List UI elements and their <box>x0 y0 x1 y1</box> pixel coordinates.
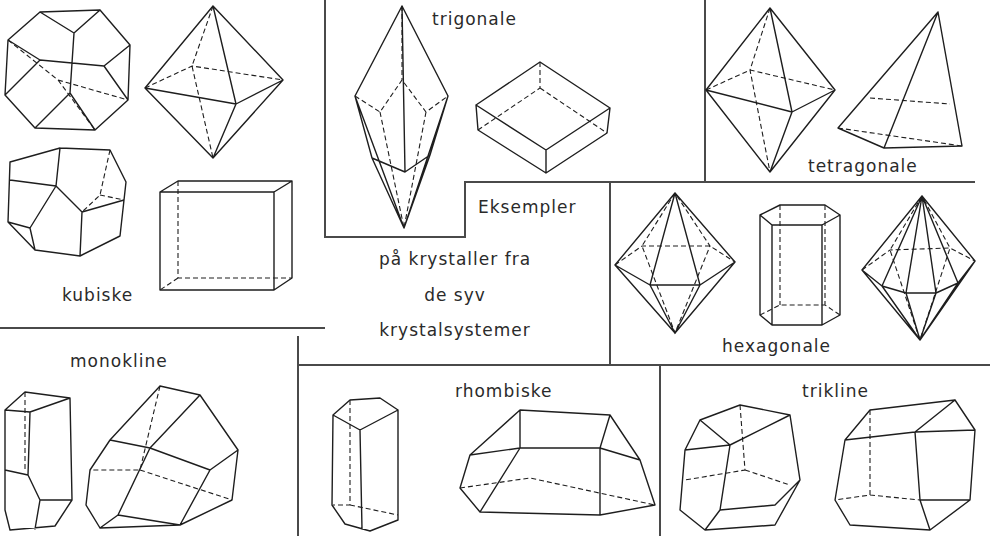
system-label: monokline <box>70 351 168 371</box>
hidden-edge <box>615 193 735 333</box>
octahedron <box>145 6 283 158</box>
disphenoid <box>838 12 962 148</box>
trapezohedron <box>8 148 126 256</box>
rhombic-crystal <box>460 410 655 515</box>
hidden-edge <box>835 410 920 500</box>
monoclinic-crystal <box>86 386 238 528</box>
hidden-edge <box>160 181 292 290</box>
scalenohedron <box>355 6 448 228</box>
hidden-edge <box>685 405 790 485</box>
hidden-edge <box>8 40 128 130</box>
rhombic-prism <box>332 398 398 531</box>
monoclinic-prism <box>5 392 72 530</box>
system-label-slot: trikline <box>802 381 869 401</box>
system-label-slot: hexagonale <box>722 336 831 356</box>
hidden-edge <box>82 150 124 212</box>
hidden-edge <box>333 400 398 515</box>
title-line: krystalsystemer <box>305 320 605 340</box>
hidden-edge <box>706 8 835 172</box>
system-label: tetragonale <box>808 156 918 176</box>
hidden-edge <box>760 205 840 315</box>
hidden-edge <box>90 386 232 500</box>
system-label: kubiske <box>62 285 133 305</box>
title-line: på krystaller fra <box>305 249 605 269</box>
system-label-slot: rhombiske <box>455 381 553 401</box>
hidden-edge <box>460 478 655 505</box>
hexagonal-prism <box>760 205 840 325</box>
hidden-edge <box>838 98 962 146</box>
system-label: hexagonale <box>722 336 831 356</box>
system-label-slot: kubiske <box>62 285 133 305</box>
rhombohedron <box>476 62 610 173</box>
tetragonal-bipyramid <box>706 8 835 172</box>
system-label: rhombiske <box>455 381 553 401</box>
hidden-edge <box>862 196 975 340</box>
system-label-slot: monokline <box>70 351 168 371</box>
cube <box>160 181 292 290</box>
title-line: de syv <box>305 285 605 305</box>
rhombic-dodecahedron <box>5 10 130 130</box>
system-label: trikline <box>802 381 869 401</box>
system-label: trigonale <box>432 9 517 29</box>
hidden-edge <box>145 6 283 158</box>
hidden-edge <box>478 62 607 133</box>
hidden-edge <box>355 6 448 228</box>
title-line: Eksempler <box>478 197 608 217</box>
dihexagonal-bipyramid <box>862 196 975 340</box>
triclinic-crystal <box>680 405 800 530</box>
system-label-slot: tetragonale <box>808 156 918 176</box>
hidden-edge <box>24 392 25 470</box>
hexagonal-bipyramid <box>615 193 735 333</box>
system-label-slot: trigonale <box>432 9 517 29</box>
triclinic-crystal <box>835 400 975 530</box>
